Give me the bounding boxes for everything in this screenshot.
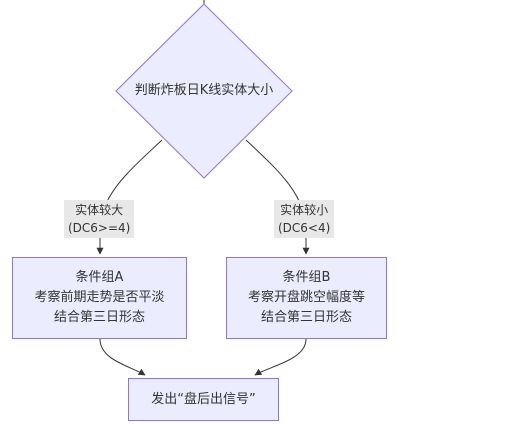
group-b-note: 结合第三日形态 [260,310,352,325]
signal-node: 发出“盘后出信号” [128,378,279,421]
edge-label-small: 实体较小 (DC6<4) [274,200,335,238]
edge-label-large-line2: (DC6>=4) [68,221,131,235]
group-a-note: 结合第三日形态 [53,310,145,325]
edge-label-small-line2: (DC6<4) [278,221,331,235]
group-b-title: 条件组B [282,270,331,285]
group-a-node: 条件组A 考察前期走势是否平淡 结合第三日形态 [12,257,187,339]
decision-text: 判断炸板日K线实体大小 [134,83,274,98]
edge-a-to-signal [99,338,146,376]
decision-diamond-shape [115,3,293,179]
signal-text: 发出“盘后出信号” [151,391,256,407]
edge-label-large-line1: 实体较大 [75,203,124,217]
group-a-desc: 考察前期走势是否平淡 [34,290,165,305]
decision-node: 判断炸板日K线实体大小 [120,76,288,106]
group-b-node: 条件组B 考察开盘跳空幅度等 结合第三日形态 [226,257,387,339]
edge-label-large: 实体较大 (DC6>=4) [64,200,135,238]
group-b-desc: 考察开盘跳空幅度等 [247,290,365,305]
group-a-title: 条件组A [75,270,124,285]
edge-b-to-signal [254,338,307,376]
edge-label-small-line1: 实体较小 [280,203,329,217]
